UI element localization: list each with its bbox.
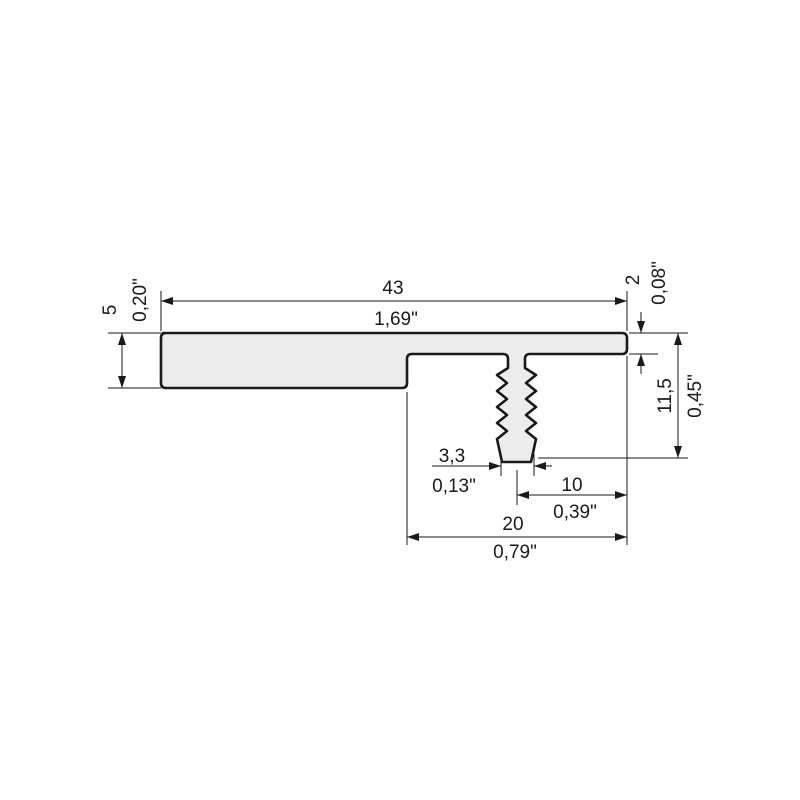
dimension-tongue-width: 3,3 0,13" <box>432 446 552 497</box>
dimension-overall-width: 43 1,69" <box>160 278 628 331</box>
tongue-offset-mm: 10 <box>561 475 582 496</box>
dimension-total-height: 11,5 0,45" <box>538 333 706 459</box>
top-thickness-mm: 5 <box>100 305 121 316</box>
overall-width-inch: 1,69" <box>374 309 418 330</box>
step-width-inch: 0,79" <box>493 542 537 563</box>
dimension-tongue-offset: 10 0,39" <box>516 356 628 545</box>
t-profile-shape <box>159 331 629 464</box>
step-width-mm: 20 <box>502 514 523 535</box>
total-height-mm: 11,5 <box>655 378 676 414</box>
top-thickness-inch: 0,20" <box>130 278 151 322</box>
total-height-inch: 0,45" <box>685 374 706 418</box>
overall-width-mm: 43 <box>382 278 403 299</box>
lip-offset-mm: 2 <box>623 275 644 286</box>
lip-offset-inch: 0,08" <box>649 261 670 305</box>
dimension-top-thickness: 5 0,20" <box>100 278 161 389</box>
dimension-lip-offset: 2 0,08" <box>623 261 688 374</box>
dimension-step-width: 20 0,79" <box>406 392 627 563</box>
tongue-width-inch: 0,13" <box>432 476 476 497</box>
tongue-width-mm: 3,3 <box>439 446 465 467</box>
tongue-offset-inch: 0,39" <box>553 502 597 523</box>
